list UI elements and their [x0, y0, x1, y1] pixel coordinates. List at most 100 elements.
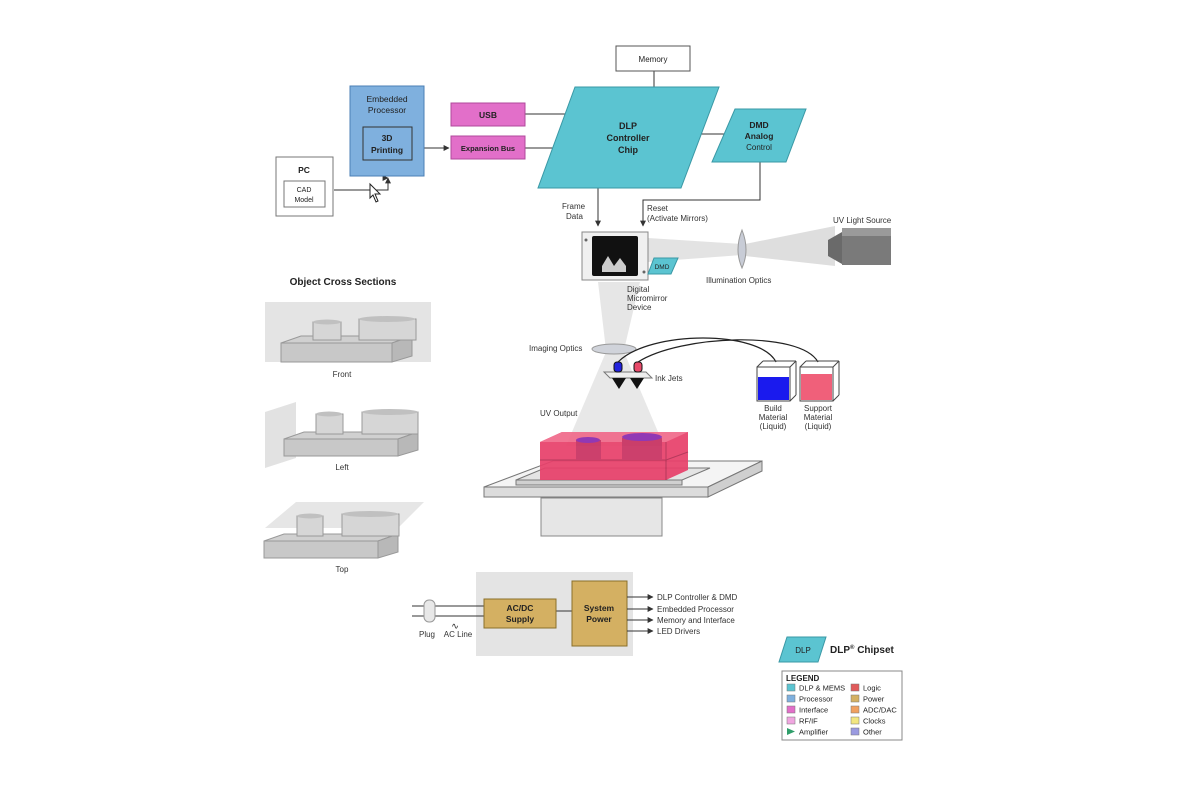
svg-text:Supply: Supply: [506, 614, 535, 624]
svg-text:Material: Material: [759, 413, 788, 422]
legend-label: Amplifier: [799, 728, 829, 737]
embedded-processor-block: Embedded Processor 3D Printing: [349, 85, 425, 177]
illumination-lens-icon: [737, 228, 747, 270]
svg-text:Object Cross Sections: Object Cross Sections: [290, 277, 397, 288]
svg-text:USB: USB: [479, 110, 497, 120]
dmd-device-icon: DMD: [581, 231, 679, 281]
printed-object: [540, 432, 689, 480]
svg-text:Embedded Processor: Embedded Processor: [657, 605, 734, 614]
svg-text:Plug: Plug: [419, 630, 435, 639]
imaging-lens-icon: [591, 343, 637, 355]
svg-text:Printing: Printing: [371, 145, 403, 155]
legend: LEGEND DLP & MEMSProcessorInterfaceRF/IF…: [781, 670, 903, 741]
legend-label: Interface: [799, 706, 828, 715]
power-section: ∿ AC/DC Supply System Power DLP Controll…: [412, 572, 738, 656]
expansion-bus-block: Expansion Bus: [450, 135, 526, 160]
legend-label: Clocks: [863, 717, 886, 726]
svg-text:DMD: DMD: [655, 264, 670, 271]
svg-text:Ink Jets: Ink Jets: [655, 374, 683, 383]
cross-section-top: [263, 502, 424, 559]
svg-text:Controller: Controller: [606, 133, 649, 143]
svg-text:Imaging Optics: Imaging Optics: [529, 344, 582, 353]
svg-text:CAD: CAD: [297, 187, 312, 194]
legend-label: Power: [863, 695, 885, 704]
pc-to-processor-arrow: [334, 177, 391, 191]
cross-section-front: [265, 302, 431, 363]
svg-text:PC: PC: [298, 165, 310, 175]
light-beams: [566, 226, 835, 446]
svg-text:DLP® Chipset: DLP® Chipset: [830, 644, 895, 656]
legend-label: Logic: [863, 684, 881, 693]
svg-text:Micromirror: Micromirror: [627, 294, 668, 303]
plug-icon: [423, 599, 436, 623]
svg-text:Processor: Processor: [368, 105, 406, 115]
svg-text:LEGEND: LEGEND: [786, 674, 820, 683]
svg-text:(Liquid): (Liquid): [760, 422, 787, 431]
uv-light-source-icon: [828, 228, 891, 265]
usb-block: USB: [450, 102, 526, 127]
legend-swatch: [850, 727, 860, 736]
svg-text:(Activate Mirrors): (Activate Mirrors): [647, 214, 708, 223]
3d-printing-block: [362, 126, 413, 161]
svg-text:Analog: Analog: [745, 131, 774, 141]
svg-text:Memory: Memory: [639, 55, 668, 64]
svg-text:(Liquid): (Liquid): [805, 422, 832, 431]
svg-text:System: System: [584, 603, 615, 613]
svg-text:DMD: DMD: [749, 120, 768, 130]
svg-text:Front: Front: [333, 370, 352, 379]
legend-swatch: [850, 716, 860, 725]
system-power-block: [571, 580, 628, 647]
legend-swatch: [850, 694, 860, 703]
svg-text:DLP: DLP: [795, 646, 811, 655]
legend-swatch: [850, 705, 860, 714]
svg-text:Model: Model: [294, 197, 314, 204]
svg-text:Expansion Bus: Expansion Bus: [461, 144, 515, 153]
legend-label: RF/IF: [799, 717, 818, 726]
ac-dc-supply-block: [483, 598, 557, 629]
svg-text:Reset: Reset: [647, 204, 669, 213]
cad-model-block: [283, 180, 326, 208]
chipset-badge: DLP DLP® Chipset: [778, 636, 895, 663]
svg-text:Left: Left: [335, 463, 349, 472]
dlp-controller-chip: DLP Controller Chip: [537, 86, 720, 189]
svg-text:Control: Control: [746, 143, 772, 152]
svg-text:Top: Top: [336, 565, 349, 574]
reset-arrow: [640, 162, 761, 227]
build-material-container: [756, 360, 797, 402]
legend-swatch: [786, 716, 796, 725]
support-material-container: [799, 360, 840, 402]
svg-text:AC Line: AC Line: [444, 630, 473, 639]
legend-swatch: [786, 683, 796, 692]
cursor-icon: [369, 182, 382, 203]
legend-swatch: [850, 683, 860, 692]
svg-text:Device: Device: [627, 303, 652, 312]
svg-text:Digital: Digital: [627, 285, 649, 294]
svg-text:Illumination Optics: Illumination Optics: [706, 276, 771, 285]
svg-text:DLP Controller & DMD: DLP Controller & DMD: [657, 593, 738, 602]
svg-text:3D: 3D: [382, 133, 393, 143]
pc-block: PC CAD Model: [275, 156, 334, 217]
memory-block: Memory: [615, 45, 691, 72]
ink-jet-head-icon: [602, 337, 819, 389]
legend-label: Other: [863, 728, 882, 737]
svg-text:Material: Material: [804, 413, 833, 422]
cross-section-left: [265, 402, 419, 468]
svg-text:LED Drivers: LED Drivers: [657, 627, 700, 636]
svg-text:Support: Support: [804, 404, 833, 413]
svg-text:UV Output: UV Output: [540, 409, 578, 418]
legend-label: ADC/DAC: [863, 706, 897, 715]
svg-text:Frame: Frame: [562, 202, 586, 211]
svg-text:Power: Power: [586, 614, 612, 624]
legend-swatch: [786, 705, 796, 714]
ac-wave-icon: ∿: [451, 621, 459, 631]
svg-text:DLP: DLP: [619, 121, 637, 131]
svg-text:Memory and Interface: Memory and Interface: [657, 616, 735, 625]
legend-label: Processor: [799, 695, 833, 704]
svg-text:Data: Data: [566, 212, 583, 221]
dmd-chip-tag: [647, 257, 679, 275]
legend-swatch: [787, 728, 795, 735]
svg-text:UV Light Source: UV Light Source: [833, 216, 892, 225]
svg-text:Build: Build: [764, 404, 782, 413]
svg-text:AC/DC: AC/DC: [507, 603, 534, 613]
